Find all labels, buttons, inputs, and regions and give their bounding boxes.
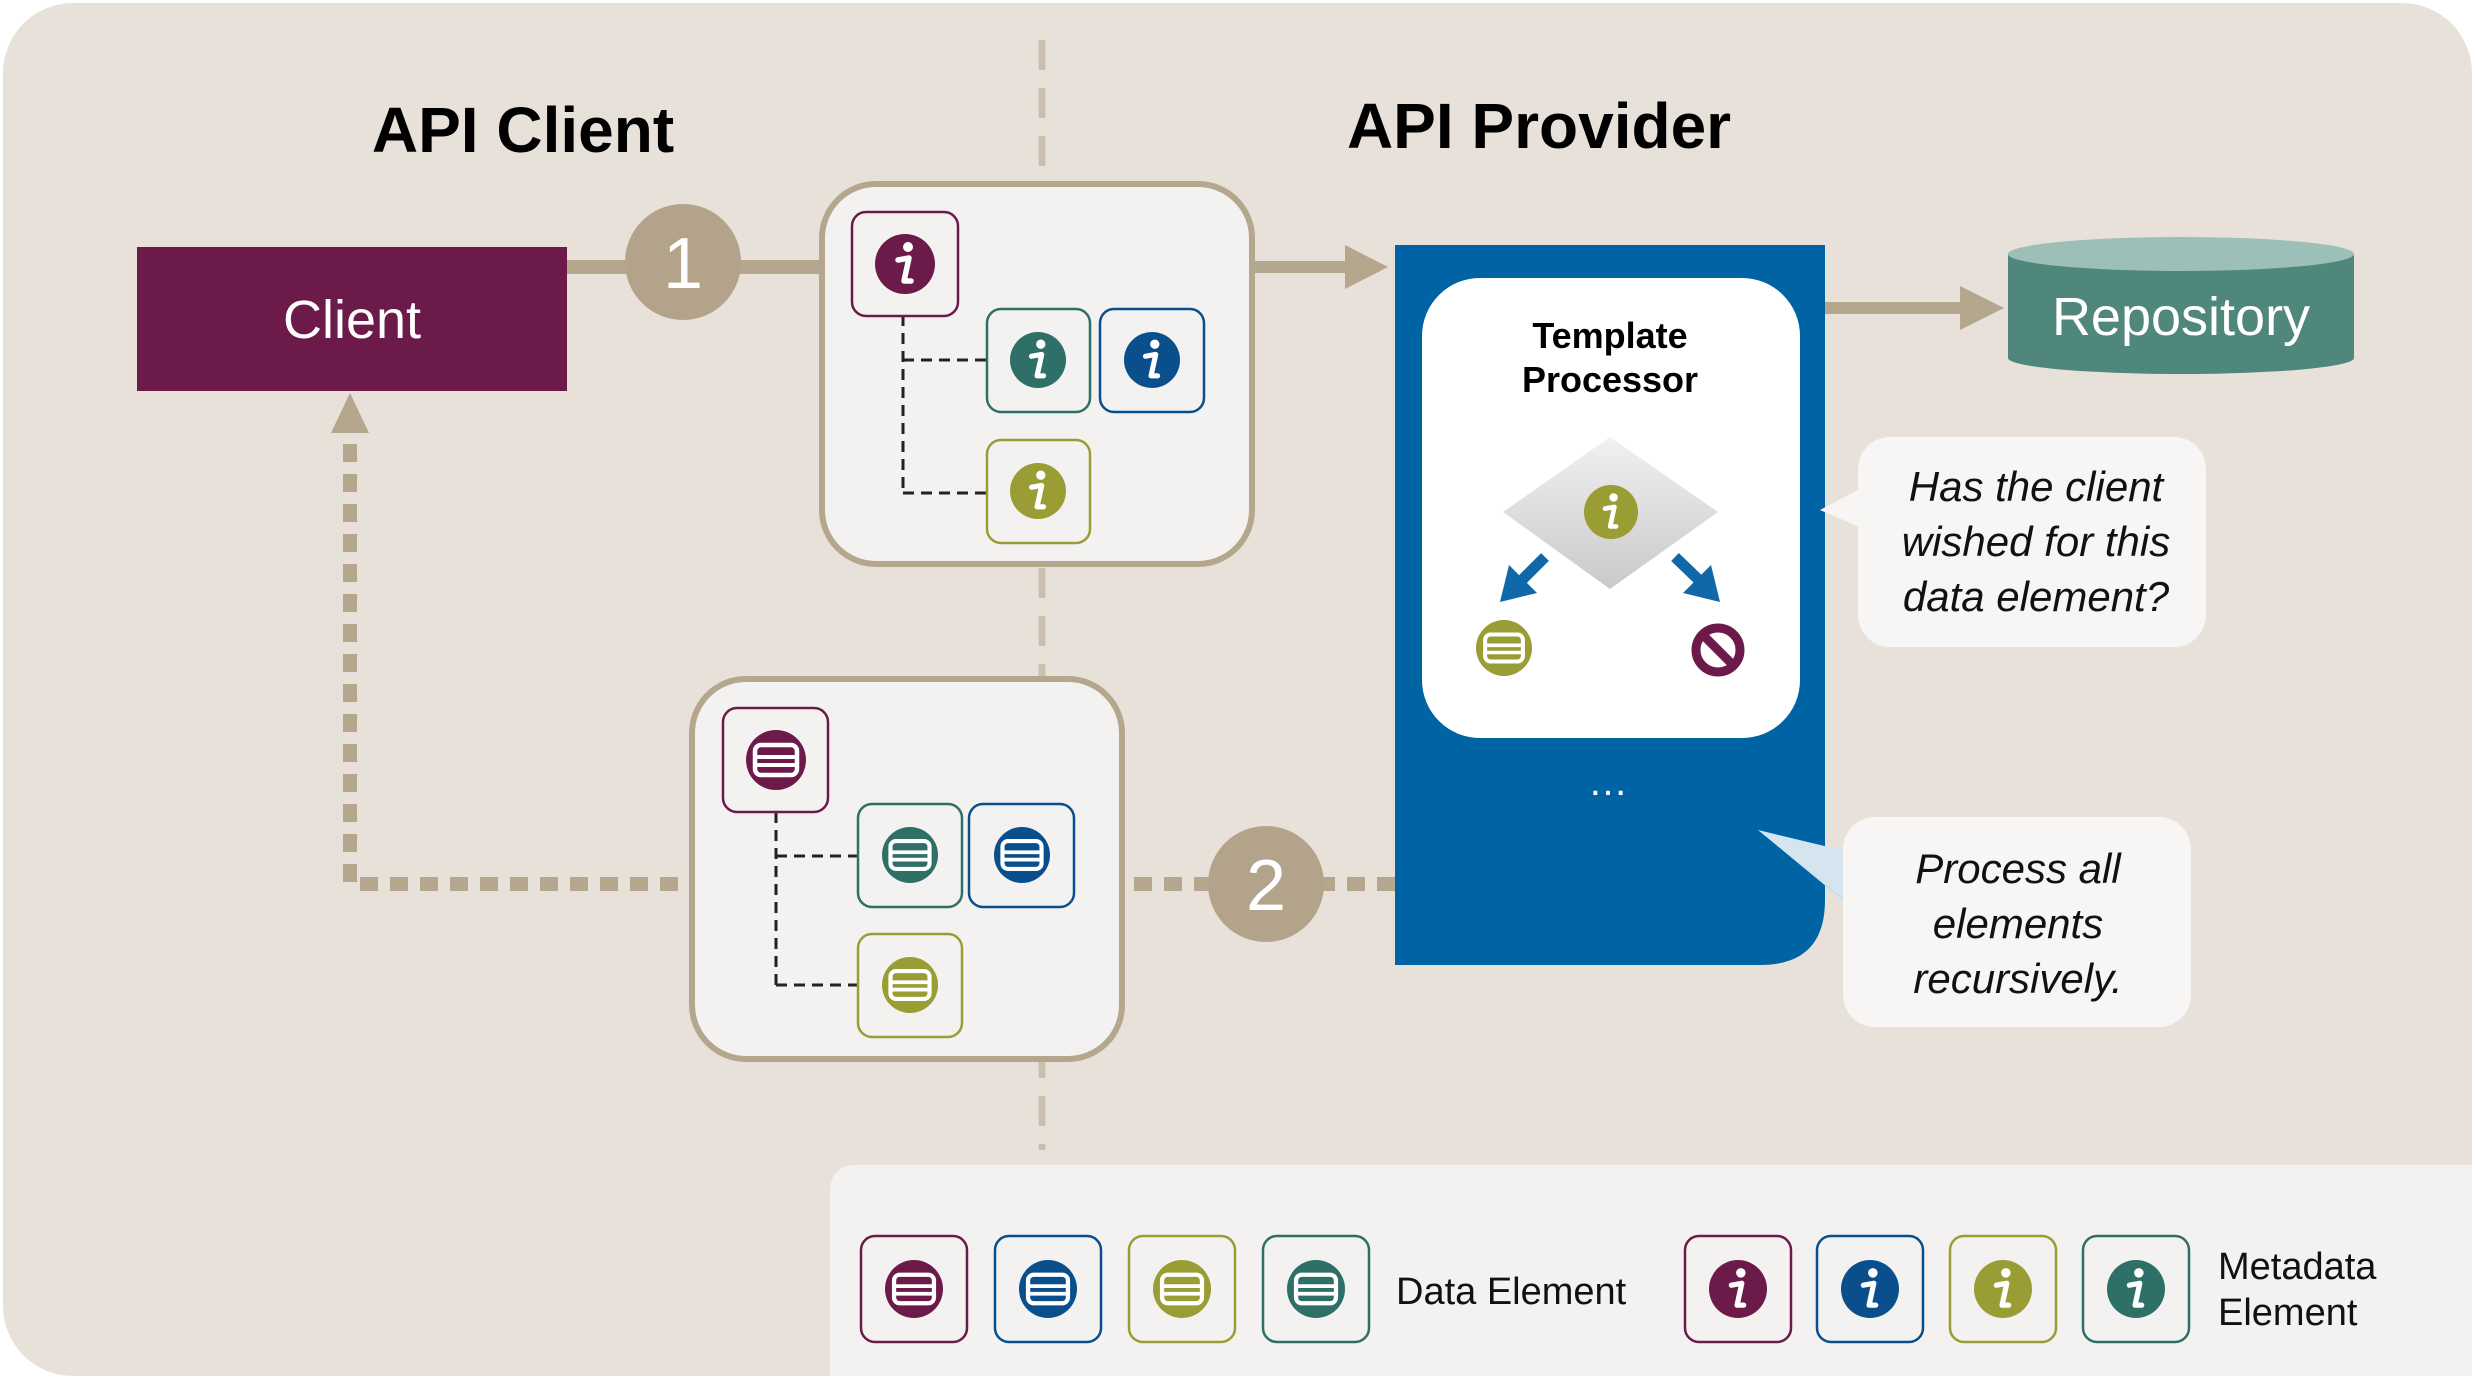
callout-process-line-1: Process all — [1915, 845, 2122, 892]
legend-metadata-element-teal — [2081, 1234, 2191, 1344]
template-processor-title-line2: Processor — [1522, 359, 1698, 400]
api-client-title: API Client — [372, 94, 674, 166]
template-processor-title-line1: Template — [1532, 315, 1687, 356]
client-return-arrowhead-icon — [331, 393, 369, 433]
response-tree-lines — [774, 812, 858, 987]
metadata-element-olive — [985, 438, 1092, 545]
legend-data-element-label: Data Element — [1396, 1271, 1627, 1313]
callout-question-line-2: wished for this — [1902, 518, 2170, 565]
legend-data-element-teal — [1261, 1234, 1371, 1344]
repository-cylinder[interactable]: Repository — [2008, 237, 2354, 374]
response-data-card — [689, 676, 1125, 1062]
background-panel — [3, 3, 2472, 1376]
callout-question-line-3: data element? — [1903, 573, 2170, 620]
data-element-blue — [967, 802, 1076, 909]
step-1-number: 1 — [663, 224, 703, 304]
prohibited-icon — [1691, 623, 1745, 677]
legend-data-element-olive — [1127, 1234, 1237, 1344]
data-element-olive — [856, 932, 964, 1039]
callout-process-line-3: recursively. — [1913, 955, 2122, 1002]
metadata-element-blue — [1098, 307, 1206, 414]
legend-metadata-element-label-line-2: Element — [2218, 1292, 2358, 1334]
legend-metadata-element-olive — [1948, 1234, 2058, 1344]
step-1-badge: 1 — [625, 204, 741, 320]
decision-diamond-icon — [1503, 437, 1718, 589]
request-tree-lines — [901, 315, 987, 495]
callout-question: Has the client wished for this data elem… — [1820, 437, 2206, 647]
included-data-element-icon — [1476, 620, 1532, 676]
accept-arrow-icon — [1500, 553, 1549, 602]
callout-process-line-2: elements — [1933, 900, 2103, 947]
client-box[interactable]: Client — [137, 247, 567, 391]
continuation-ellipsis: … — [1588, 760, 1628, 804]
legend-data-element-purple — [859, 1234, 969, 1344]
reject-arrow-icon — [1671, 553, 1720, 602]
legend-metadata-element-blue — [1815, 1234, 1925, 1344]
metadata-element-purple — [850, 210, 960, 318]
legend-metadata-element-label-line-1: Metadata — [2218, 1246, 2377, 1288]
repository-arrowhead-icon — [1960, 286, 2004, 330]
request-arrowhead-icon — [1345, 245, 1388, 289]
metadata-element-teal — [985, 307, 1092, 414]
repository-label: Repository — [2052, 287, 2310, 347]
step-2-number: 2 — [1246, 846, 1286, 926]
callout-question-line-1: Has the client — [1909, 463, 2166, 510]
legend-metadata-element-purple — [1683, 1234, 1793, 1344]
data-element-purple — [721, 706, 830, 814]
template-processor-card: Template Processor — [1422, 278, 1800, 738]
legend-panel: Data Element Metadata Element — [830, 1165, 2472, 1376]
step-2-badge: 2 — [1208, 826, 1324, 942]
response-to-client-connector — [343, 425, 678, 891]
data-element-teal — [856, 802, 964, 909]
legend-data-element-blue — [993, 1234, 1103, 1344]
api-provider-title: API Provider — [1347, 90, 1731, 162]
client-label: Client — [283, 290, 421, 350]
request-template-card — [819, 181, 1255, 567]
callout-process: Process all elements recursively. — [1758, 817, 2191, 1027]
